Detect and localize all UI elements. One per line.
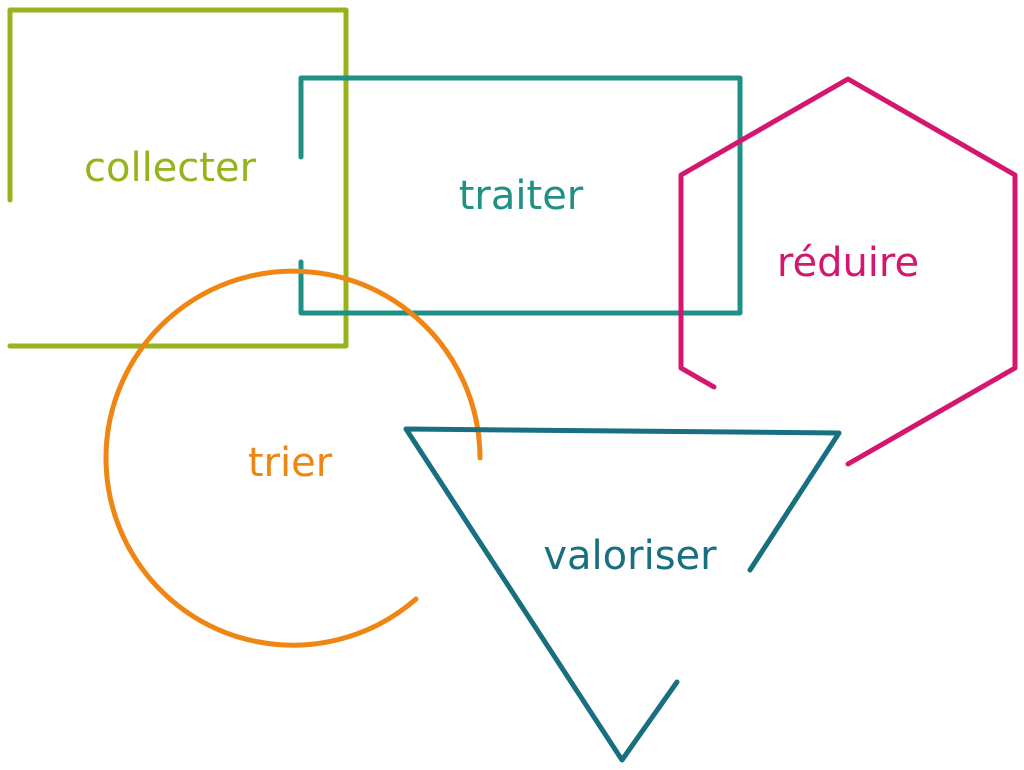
trier-label: trier (248, 440, 333, 486)
trier-circle-shape (103, 268, 483, 648)
traiter-label: traiter (459, 173, 584, 219)
collecter-label: collecter (84, 145, 257, 191)
valoriser-triangle-shape (403, 426, 842, 763)
reduire-hexagon-shape (678, 76, 1018, 467)
collecter-square-shape (7, 7, 349, 349)
traiter-rectangle-shape (298, 75, 743, 316)
valoriser-label: valoriser (543, 533, 717, 579)
reduire-label: réduire (777, 240, 919, 286)
